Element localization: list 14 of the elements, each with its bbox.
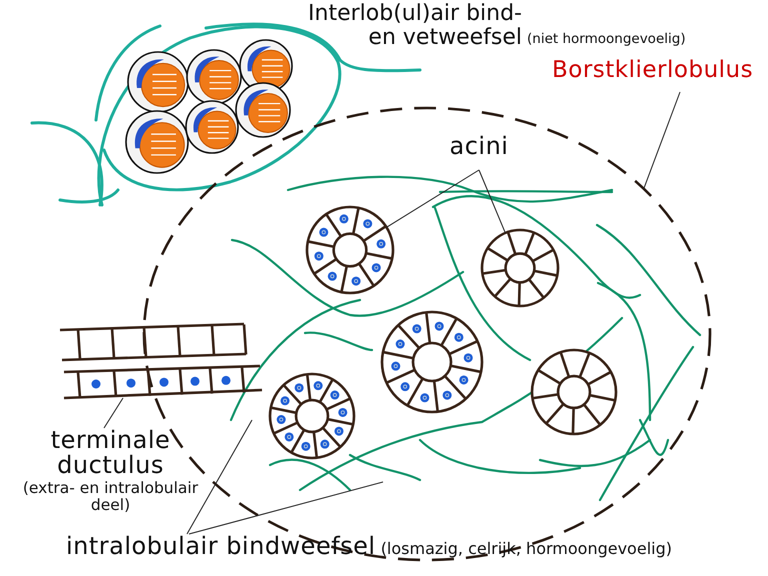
note-text: (extra- en intralobulair deel) [22, 480, 200, 513]
label-text: acini [450, 132, 508, 160]
leader-line [188, 482, 384, 534]
leader-line [643, 92, 680, 190]
note-text: (losmazig, celrijk, hormoongevoelig) [380, 539, 672, 558]
leader-line [186, 420, 252, 534]
label-text: terminale ductulus [50, 426, 170, 480]
label-text: Borstklierlobulus [552, 57, 754, 83]
leader-line [386, 170, 480, 228]
note-text: (niet hormoongevoelig) [527, 31, 686, 47]
leader-line [104, 398, 124, 428]
leader-line [478, 170, 506, 234]
tissue-heading: Interlob(ul)air bind- en vetweefsel [307, 2, 522, 50]
label-text: intralobulair bindweefsel [66, 532, 376, 560]
